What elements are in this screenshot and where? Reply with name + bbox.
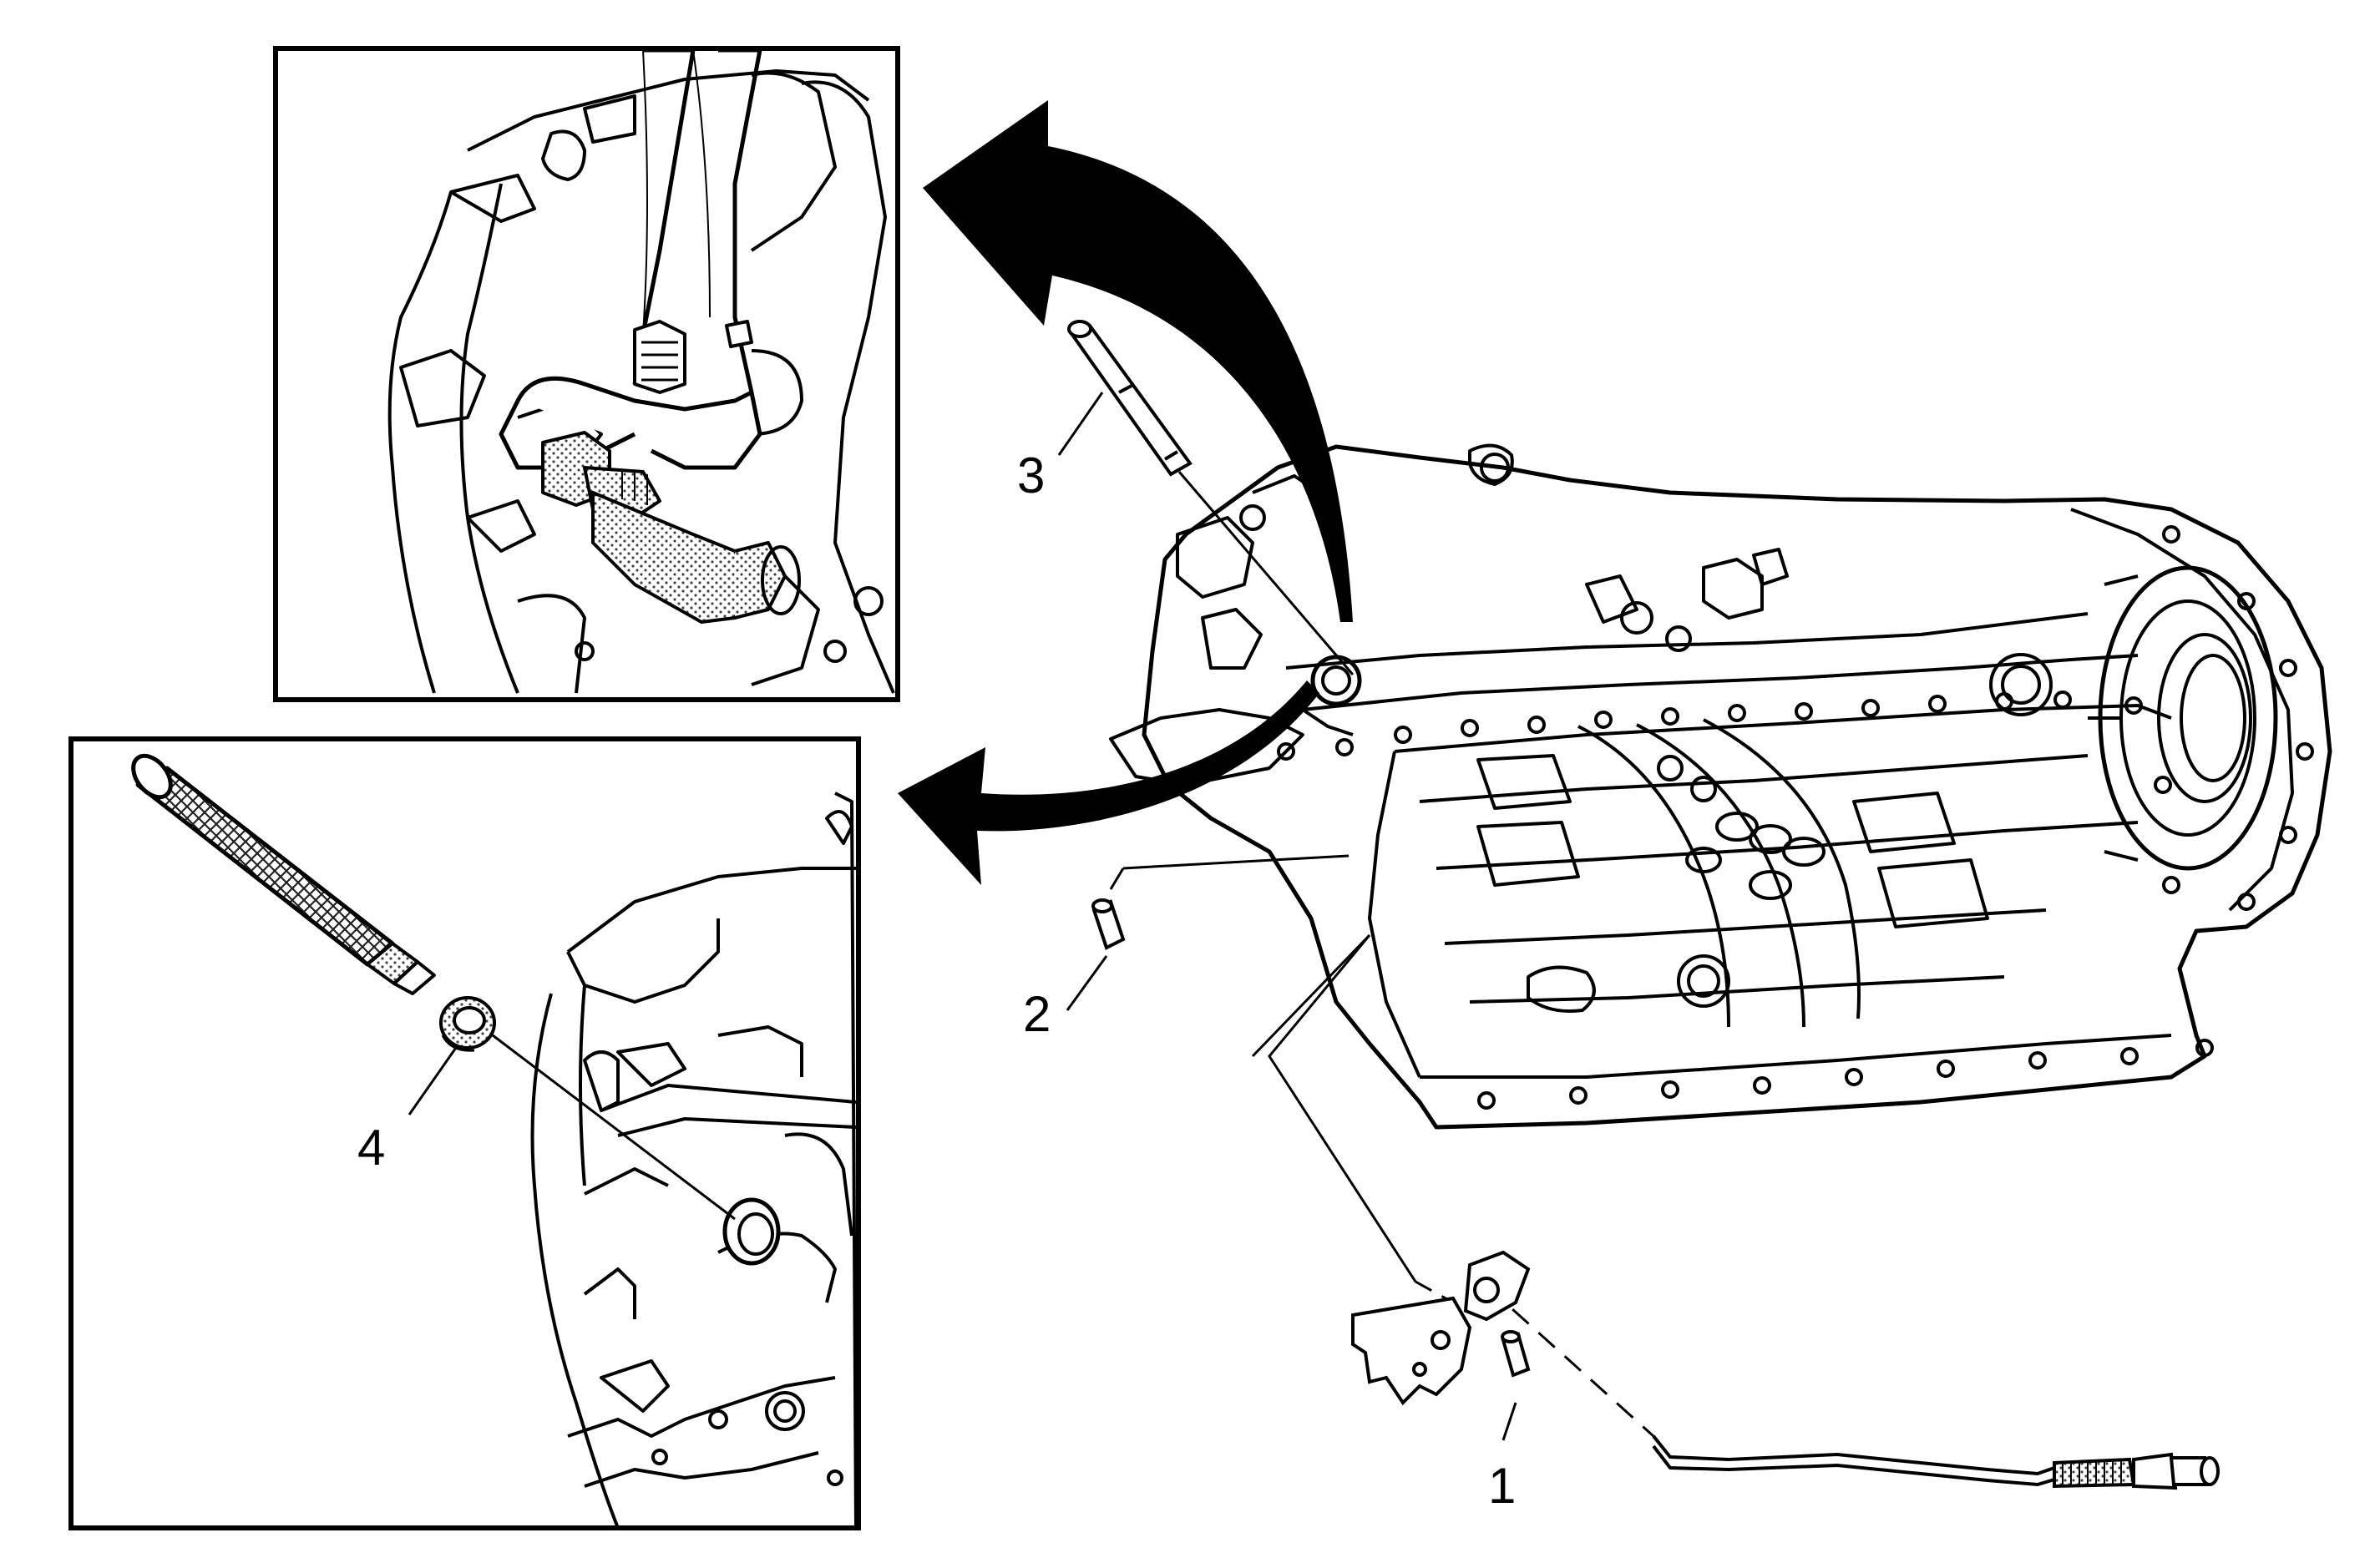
upper-curved-arrow <box>923 100 1353 622</box>
callout-leaders <box>1057 392 1108 1011</box>
callout-labels: 1 2 3 4 <box>357 448 1516 1514</box>
manual-shaft-assembly-1 <box>1251 933 2220 1490</box>
inset-bottom-seal-install <box>68 736 861 1530</box>
pan-bolts <box>1277 525 2314 1110</box>
dowel-pin-2 <box>1091 854 1350 950</box>
tool-3 <box>1067 320 1355 675</box>
callout-2: 2 <box>1023 986 1051 1042</box>
callout-4: 4 <box>357 1120 385 1176</box>
callout-3: 3 <box>1017 448 1045 503</box>
inset-top-wrench-removal <box>273 46 900 702</box>
lower-curved-arrow <box>898 680 1319 885</box>
callout-1: 1 <box>1488 1458 1516 1514</box>
transmission-housing <box>1109 443 2332 1130</box>
callout-arrows <box>898 100 1353 885</box>
